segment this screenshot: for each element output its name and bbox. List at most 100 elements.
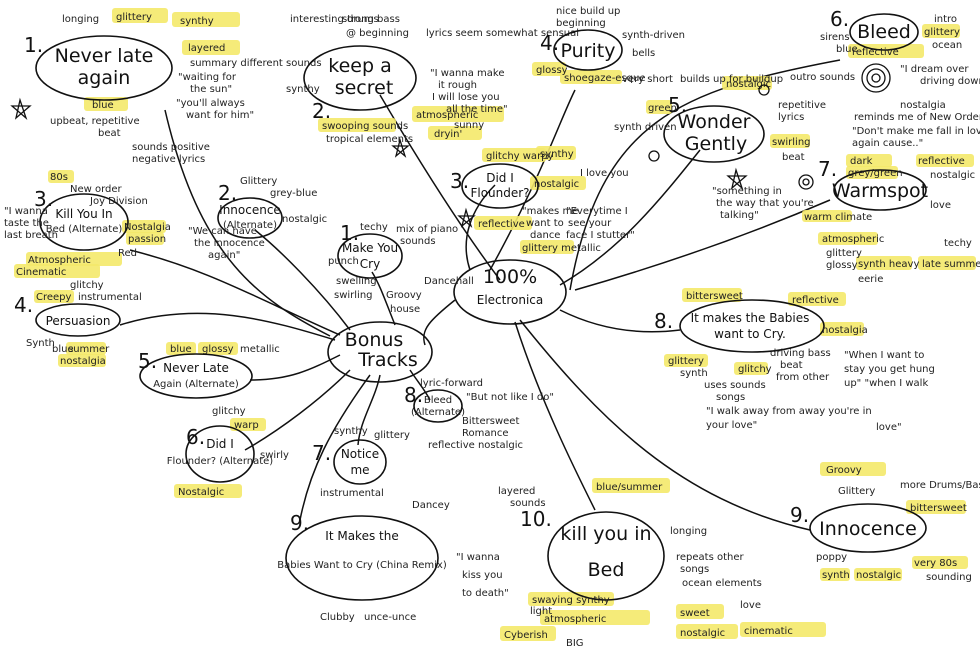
bonus-5-node[interactable]: 5. Never Late Again (Alternate) blue glo… <box>138 342 280 399</box>
note: again cause.." <box>852 138 923 149</box>
note: negative lyrics <box>132 154 205 165</box>
hub-bonus[interactable]: Bonus Tracks <box>327 321 433 383</box>
note: Bittersweet <box>462 416 519 427</box>
tag: green <box>648 103 677 114</box>
note: glossy <box>826 260 858 271</box>
track-number: 8. <box>654 309 673 333</box>
track-title-line1: Kill You In <box>55 207 112 221</box>
bonus-3-node[interactable]: 3. Kill You In Bed (Alternate) 80s Nosta… <box>4 170 171 278</box>
note: summary different sounds <box>190 58 322 69</box>
track-title-line1: Notice <box>341 447 379 461</box>
bonus-4-node[interactable]: 4. Persuasion Creepy blue summer nostalg… <box>14 280 142 367</box>
note: synthy <box>334 426 368 437</box>
note: from other <box>776 372 830 383</box>
track-number: 5. <box>668 93 687 117</box>
track-10-node[interactable]: 10. kill you in Bed blue/summer swaying … <box>456 478 826 649</box>
tag: reflective <box>852 47 899 58</box>
note: talking" <box>720 210 759 221</box>
note: beat <box>782 152 805 163</box>
note: longing <box>670 526 707 537</box>
track-number: 1. <box>24 33 43 57</box>
track-1-node[interactable]: 1. Never late again glittery synthy laye… <box>24 8 322 165</box>
track-3-node[interactable]: 3. Did I Flounder? glitchy warpy synthy … <box>450 146 635 254</box>
track-title-line2: Again (Alternate) <box>153 379 239 390</box>
tag: Cyberish <box>504 630 548 641</box>
track-number: 2. <box>218 181 237 205</box>
note: Glittery <box>240 176 277 187</box>
note: strong bass <box>342 14 400 25</box>
bonus-1-node[interactable]: 1. Make You Cry techy mix of piano sound… <box>328 221 474 315</box>
track-5-node[interactable]: 5. Wonder Gently nostalgic green swirlin… <box>614 72 855 221</box>
note: face I stutter" <box>566 230 635 241</box>
track-8-node[interactable]: 8. It makes the Babies want to Cry. bitt… <box>654 288 935 433</box>
tag: synthy <box>180 16 214 27</box>
note: glitchy <box>70 280 104 291</box>
bonus-6-node[interactable]: 6. Did I Flounder? (Alternate) warp Nost… <box>167 406 289 498</box>
note: nostalgic <box>282 214 327 225</box>
tag: nostalgic <box>726 79 771 90</box>
note: house <box>390 304 420 315</box>
connectors <box>119 59 841 531</box>
track-number: 1. <box>340 221 359 245</box>
tag: glossy <box>536 65 568 76</box>
track-number: 2. <box>312 99 331 123</box>
hub-bonus-line2: Tracks <box>357 349 418 371</box>
tag: nostalgic <box>680 628 725 639</box>
bonus-7-node[interactable]: 7. Notice me synthy glittery instrumenta… <box>312 426 410 499</box>
note: instrumental <box>320 488 384 499</box>
track-9-node[interactable]: 9. Innocence Groovy bittersweet synth no… <box>790 462 980 583</box>
tag: sweet <box>680 608 710 619</box>
tag: glitchy warpy <box>486 151 554 162</box>
tag: shoegaze-esque <box>564 73 646 84</box>
hub-main[interactable]: 100% Electronica <box>453 259 567 325</box>
spiral-doodle-icon <box>648 63 891 190</box>
note: bells <box>632 48 655 59</box>
track-2-node[interactable]: 2. keep a secret atmospheric dryin' swoo… <box>286 14 579 145</box>
bonus-2-node[interactable]: 2. Innocence (Alternate) Glittery grey-b… <box>188 176 327 261</box>
note: sounds <box>510 498 546 509</box>
bonus-9-node[interactable]: 9. It Makes the Babies Want to Cry (Chin… <box>277 500 450 623</box>
tag: dark <box>850 156 873 167</box>
track-title-line1: Purity <box>561 40 616 62</box>
track-number: 10. <box>520 507 552 531</box>
note: beat <box>780 360 803 371</box>
note: New order <box>70 184 123 195</box>
note: techy <box>944 238 972 249</box>
note: mix of piano <box>396 224 458 235</box>
tag: atmospheric <box>416 110 478 121</box>
tag: reflective <box>918 156 965 167</box>
track-title-line1: Did I <box>486 171 514 185</box>
note: beat <box>98 128 121 139</box>
tag: synth <box>822 570 850 581</box>
star-doodle-icon <box>10 97 748 228</box>
note: "But not like I do" <box>466 392 554 403</box>
note: repeats other <box>676 552 745 563</box>
tag: blue <box>52 344 74 355</box>
track-7-node[interactable]: 7. Warmspot dark grey/green reflective a… <box>802 154 980 285</box>
note: builds up for buildup <box>680 74 783 85</box>
tag: synthy <box>540 149 574 160</box>
track-6-node[interactable]: 6. Bleed glittery reflective sirens blue… <box>820 7 980 149</box>
note: reflective nostalgic <box>428 440 523 451</box>
note: synth-driven <box>622 30 685 41</box>
note: "makes me <box>522 206 578 217</box>
note: reminds me of New Order <box>854 112 980 123</box>
note: Romance <box>462 428 508 439</box>
note: songs <box>716 392 745 403</box>
note: Clubby <box>320 612 355 623</box>
note: punch <box>328 256 359 267</box>
bonus-8-node[interactable]: 8. Bleed (Alternate) lyric-forward "But … <box>404 378 554 451</box>
track-number: 5. <box>138 349 157 373</box>
note: all the time" <box>446 104 508 115</box>
tag: grey/green <box>848 168 903 179</box>
track-4-node[interactable]: 4. Purity glossy shoegaze-esque nice bui… <box>532 6 685 85</box>
tag: nostalgic <box>534 179 579 190</box>
note: "We can have <box>188 226 257 237</box>
note: ocean elements <box>682 578 762 589</box>
note: "something in <box>712 186 782 197</box>
track-title-line2: Flounder? <box>470 186 529 200</box>
note: beginning <box>556 18 606 29</box>
note: instrumental <box>78 292 142 303</box>
tag: nostalgia <box>822 325 868 336</box>
